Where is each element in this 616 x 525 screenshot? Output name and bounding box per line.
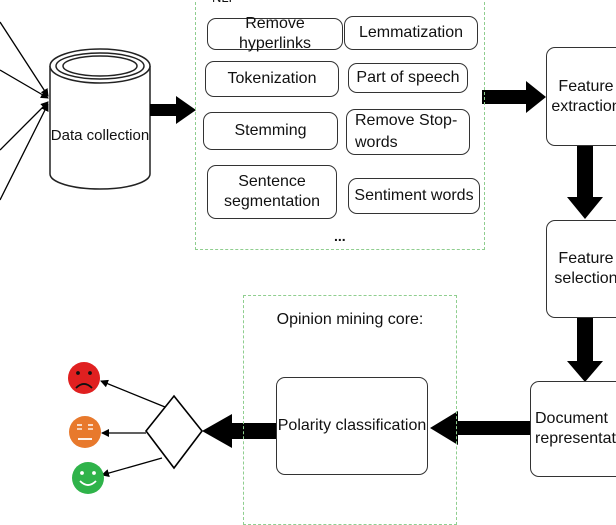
negative-face-icon xyxy=(68,362,100,394)
remove-stopwords-box: Remove Stop-words xyxy=(346,109,470,155)
data-collection-cylinder xyxy=(49,48,151,190)
sentence-segmentation-box: Sentence segmentation xyxy=(207,165,337,219)
positive-face-icon xyxy=(72,462,104,494)
data-collection-label: Data collection xyxy=(50,127,150,144)
remove-hyperlinks-box: Remove hyperlinks xyxy=(207,15,343,52)
polarity-classification-box: Polarity classification xyxy=(276,377,428,475)
neutral-face-icon xyxy=(69,416,101,448)
decision-diamond xyxy=(144,394,204,470)
diagram-graphics xyxy=(0,21,603,494)
nlp-more-ellipsis: ... xyxy=(334,228,346,244)
input-lines xyxy=(0,21,49,201)
part-of-speech-box: Part of speech xyxy=(348,63,468,93)
nlp-title: NLP xyxy=(212,0,237,8)
output-lines xyxy=(100,379,166,477)
feature-extraction-box: Feature extraction xyxy=(546,47,616,146)
tokenization-box: Tokenization xyxy=(205,61,339,97)
nlp-panel xyxy=(195,0,485,250)
feature-selection-box: Feature selection xyxy=(546,220,616,318)
opinion-core-title: Opinion mining core: xyxy=(276,311,424,328)
stemming-box: Stemming xyxy=(203,112,338,150)
flow-arrows xyxy=(150,81,603,448)
document-representation-box: Document representation xyxy=(530,381,616,477)
sentiment-words-box: Sentiment words xyxy=(348,178,480,214)
lemmatization-box: Lemmatization xyxy=(344,16,478,50)
